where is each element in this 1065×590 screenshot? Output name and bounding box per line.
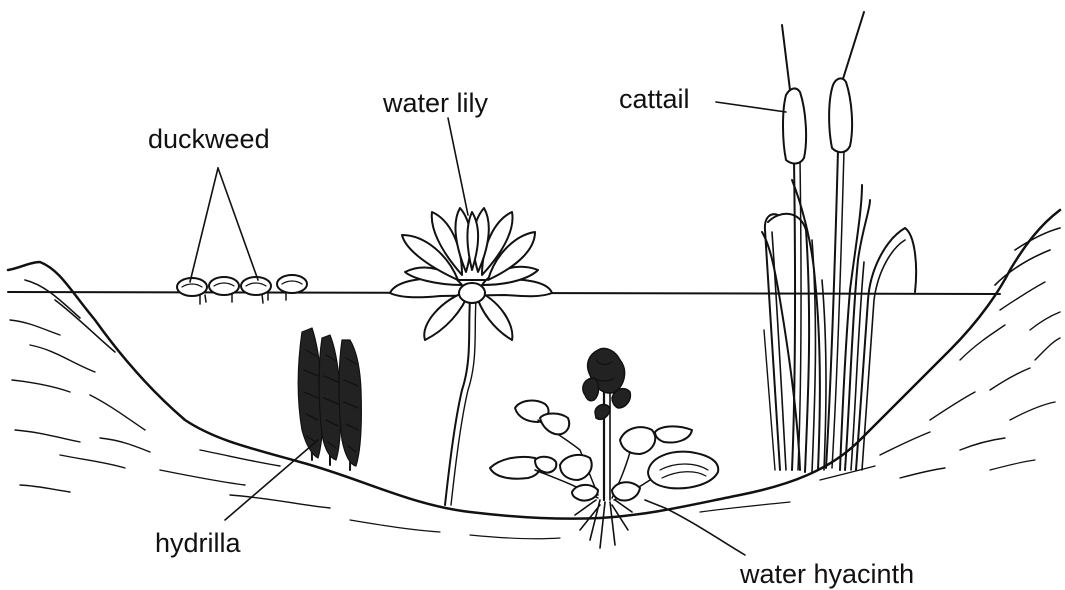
- duckweed-plants: [177, 275, 307, 304]
- label-cattail: cattail: [619, 84, 690, 114]
- label-hydrilla: hydrilla: [155, 528, 242, 558]
- cattail-plant: [762, 12, 916, 472]
- label-duckweed: duckweed: [148, 124, 270, 154]
- label-water-lily: water lily: [382, 88, 489, 118]
- label-water-hyacinth: water hyacinth: [739, 559, 914, 589]
